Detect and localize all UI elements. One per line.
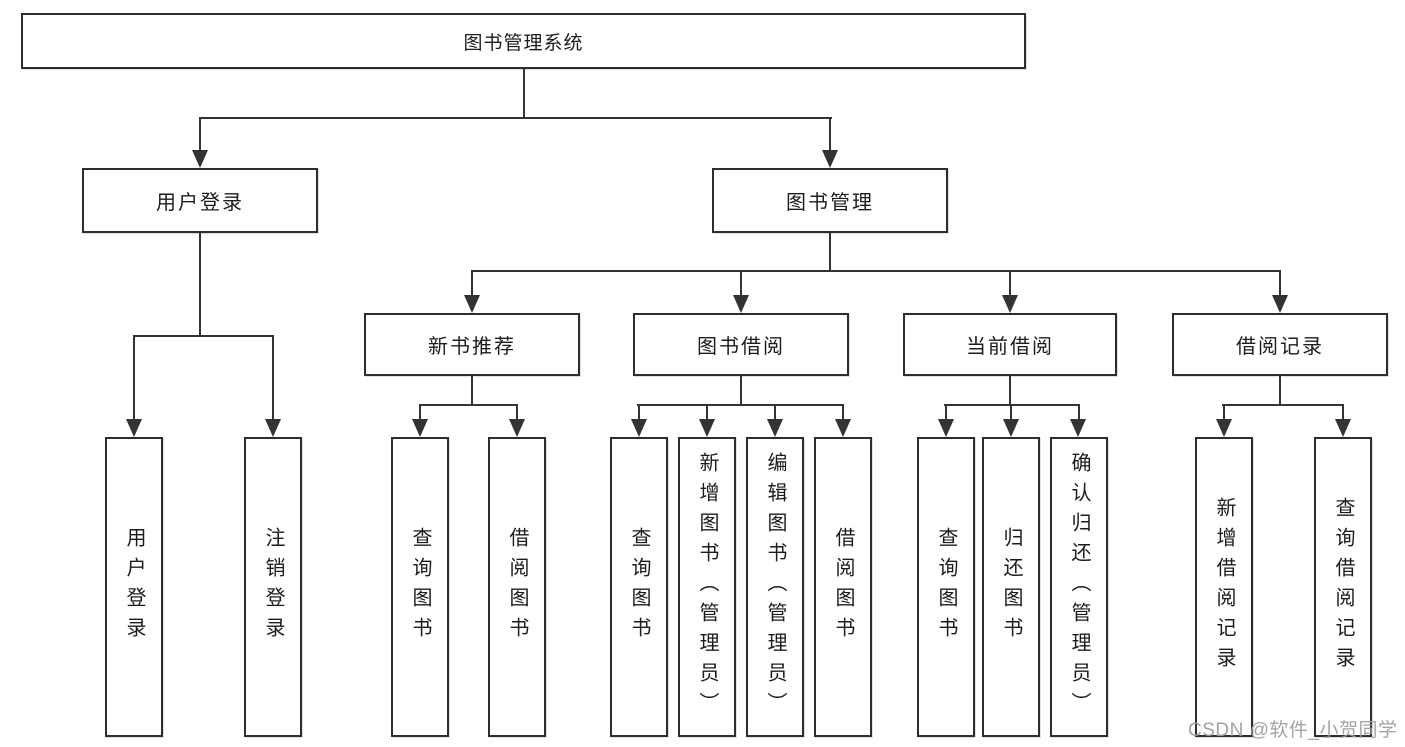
leaf-label: 查询图书 (409, 527, 431, 647)
connector-line (199, 233, 201, 336)
leaf-label: 注销登录 (262, 527, 284, 647)
connector-line (945, 404, 947, 421)
arrowhead (509, 419, 525, 437)
leaf-label: 编辑图书（管理员） (764, 452, 786, 722)
node-label: 图书借阅 (697, 336, 785, 358)
leaf-label: 查询借阅记录 (1332, 497, 1354, 677)
arrowhead (1335, 419, 1351, 437)
connector-line (133, 335, 135, 420)
connector-line (199, 117, 201, 151)
leaf-logout: 注销登录 (244, 437, 302, 737)
connector-line (1222, 404, 1343, 406)
leaf-label: 归还图书 (1000, 527, 1022, 647)
leaf-label: 借阅图书 (506, 527, 528, 647)
leaf-label: 查询图书 (935, 527, 957, 647)
connector-line (774, 404, 776, 421)
leaf-add-book-admin: 新增图书（管理员） (678, 437, 736, 737)
node-label: 借阅记录 (1236, 336, 1324, 358)
arrowhead (699, 419, 715, 437)
arrowhead (1216, 419, 1232, 437)
connector-line (1223, 404, 1225, 421)
node-book-management: 图书管理 (712, 168, 948, 233)
arrowhead (464, 295, 480, 313)
connector-line (706, 404, 708, 421)
leaf-query-books-current: 查询图书 (917, 437, 975, 737)
node-new-book-recommendation: 新书推荐 (364, 313, 580, 376)
connector-line (1279, 270, 1281, 296)
connector-line (1009, 270, 1011, 296)
arrowhead (265, 419, 281, 437)
connector-line (419, 404, 518, 406)
connector-line (1279, 376, 1281, 406)
leaf-label: 新增图书（管理员） (696, 452, 718, 722)
arrowhead (126, 419, 142, 437)
arrowhead (938, 419, 954, 437)
leaf-label: 确认归还（管理员） (1068, 452, 1090, 722)
leaf-user-login: 用户登录 (105, 437, 163, 737)
leaf-label: 用户登录 (123, 527, 145, 647)
connector-line (133, 335, 274, 337)
leaf-query-borrow-record: 查询借阅记录 (1314, 437, 1372, 737)
arrowhead (1272, 295, 1288, 313)
node-root-library-management-system: 图书管理系统 (21, 13, 1026, 69)
leaf-borrow-books-recommend: 借阅图书 (488, 437, 546, 737)
node-label: 新书推荐 (428, 336, 516, 358)
arrowhead (1003, 419, 1019, 437)
arrowhead (822, 150, 838, 168)
leaf-add-borrow-record: 新增借阅记录 (1195, 437, 1253, 737)
leaf-borrow-books-borrowing: 借阅图书 (814, 437, 872, 737)
arrowhead (192, 150, 208, 168)
arrowhead (835, 419, 851, 437)
connector-line (638, 404, 640, 421)
connector-line (516, 404, 518, 421)
node-borrowing-records: 借阅记录 (1172, 313, 1388, 376)
leaf-edit-book-admin: 编辑图书（管理员） (746, 437, 804, 737)
connector-line (842, 404, 844, 421)
connector-line (471, 270, 473, 296)
connector-line (199, 117, 832, 119)
arrowhead (631, 419, 647, 437)
node-label: 用户登录 (156, 192, 244, 214)
arrowhead (1070, 419, 1086, 437)
node-current-borrowing: 当前借阅 (903, 313, 1117, 376)
arrowhead (1002, 295, 1018, 313)
connector-line (1342, 404, 1344, 421)
leaf-query-books-borrowing: 查询图书 (610, 437, 668, 737)
node-label: 当前借阅 (966, 336, 1054, 358)
arrowhead (767, 419, 783, 437)
connector-line (471, 376, 473, 406)
connector-line (740, 270, 742, 296)
leaf-label: 新增借阅记录 (1213, 497, 1235, 677)
connector-line (272, 335, 274, 420)
arrowhead (733, 295, 749, 313)
leaf-query-books-recommend: 查询图书 (391, 437, 449, 737)
arrowhead (412, 419, 428, 437)
leaf-confirm-return-admin: 确认归还（管理员） (1050, 437, 1108, 737)
connector-line (829, 233, 831, 271)
connector-line (419, 404, 421, 421)
connector-line (471, 270, 1281, 272)
csdn-watermark: CSDN @软件_小贺同学 (1188, 720, 1398, 741)
node-label: 图书管理 (786, 192, 874, 214)
node-label: 图书管理系统 (463, 32, 584, 54)
connector-line (1009, 376, 1011, 406)
connector-line (829, 117, 831, 151)
node-book-borrowing: 图书借阅 (633, 313, 849, 376)
connector-line (1010, 404, 1012, 421)
leaf-return-book: 归还图书 (982, 437, 1040, 737)
connector-line (1078, 404, 1080, 421)
connector-line (740, 376, 742, 406)
connector-line (637, 404, 844, 406)
connector-line (523, 69, 525, 119)
leaf-label: 查询图书 (628, 527, 650, 647)
leaf-label: 借阅图书 (832, 527, 854, 647)
node-user-login: 用户登录 (82, 168, 318, 233)
